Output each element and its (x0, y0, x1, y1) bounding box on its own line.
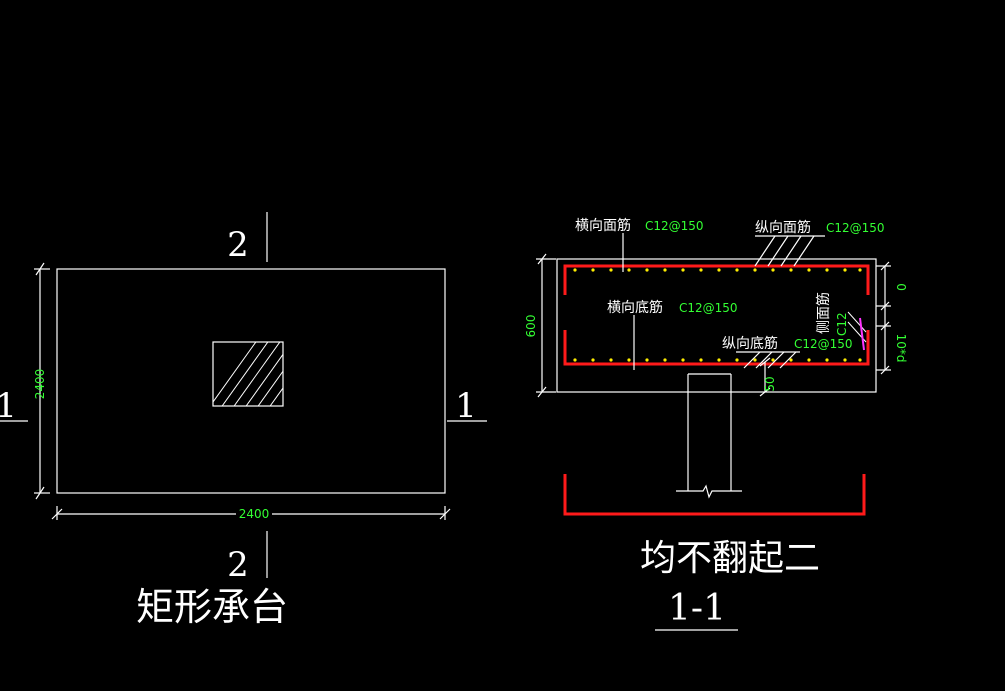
svg-text:C12@150: C12@150 (679, 301, 738, 315)
svg-text:2: 2 (227, 545, 249, 585)
plan-height-dimension: 2400 (33, 262, 50, 500)
svg-text:2: 2 (227, 225, 249, 265)
section-mark-2-top: 2 (227, 212, 268, 265)
bottom-longitudinal-rebar-callout: 纵向底筋 C12@150 (722, 335, 853, 369)
section-mark-2-bottom: 2 (227, 531, 268, 585)
svg-text:0: 0 (894, 283, 908, 291)
top-transverse-rebar-callout: 横向面筋 C12@150 (575, 217, 704, 272)
plan-width-label: 2400 (239, 507, 270, 521)
svg-text:C12@150: C12@150 (794, 337, 853, 351)
right-side-dimensions: 0 10*d (876, 261, 908, 375)
rebar-dots-bottom (573, 358, 862, 362)
section-mark-1-left: 1 (0, 386, 28, 426)
svg-text:1-1: 1-1 (668, 588, 726, 629)
svg-text:C12@150: C12@150 (826, 221, 885, 235)
plan-height-label: 2400 (33, 369, 47, 400)
svg-text:10*d: 10*d (894, 334, 908, 363)
svg-text:50: 50 (763, 376, 777, 391)
section-note: 均不翻起二 (640, 538, 820, 579)
rebar-dots-top (573, 268, 862, 272)
svg-text:1: 1 (0, 386, 17, 426)
rebar-cage (563, 264, 870, 366)
svg-text:纵向面筋: 纵向面筋 (755, 219, 811, 236)
plan-title: 矩形承台 (136, 585, 288, 629)
section-mark-1-right: 1 (447, 386, 487, 426)
section-view: 横向面筋 C12@150 纵向面筋 C12@150 横向底筋 C12@150 (524, 217, 908, 631)
plan-width-dimension: 2400 (51, 506, 451, 521)
column-hatched (212, 341, 284, 407)
svg-text:纵向底筋: 纵向底筋 (722, 335, 778, 352)
section-height-dimension: 600 (524, 253, 556, 398)
side-rebar-callout: 侧面筋 C12 (815, 292, 867, 351)
cover-dimension: 50 (759, 357, 777, 397)
rebar-bracket-bottom (563, 474, 866, 516)
top-longitudinal-rebar-callout: 纵向面筋 C12@150 (754, 219, 885, 267)
plan-view: 2400 2400 2 2 1 1 矩形承台 (0, 212, 487, 629)
svg-text:C12@150: C12@150 (645, 219, 704, 233)
bottom-transverse-rebar-callout: 横向底筋 C12@150 (607, 299, 738, 370)
section-title: 1-1 (655, 588, 738, 631)
svg-text:横向面筋: 横向面筋 (575, 217, 631, 234)
svg-text:600: 600 (524, 315, 538, 338)
svg-text:1: 1 (455, 386, 477, 426)
svg-text:侧面筋: 侧面筋 (815, 292, 832, 334)
svg-text:横向底筋: 横向底筋 (607, 299, 663, 316)
section-column (676, 373, 742, 499)
svg-text:C12: C12 (835, 312, 849, 336)
pile-cap-outline (56, 268, 446, 494)
